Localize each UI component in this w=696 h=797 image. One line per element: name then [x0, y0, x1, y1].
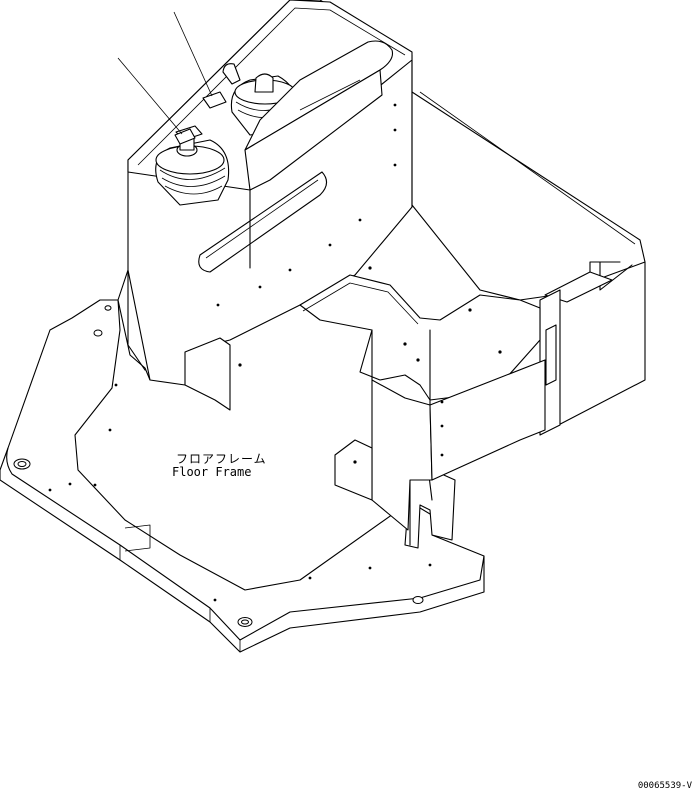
- control-labels: [174, 91, 227, 145]
- right-side-frame: [334, 329, 546, 531]
- right-armrest: [244, 40, 394, 191]
- floor-frame-label-jp: フロアフレーム: [176, 452, 267, 466]
- drawing-number: 00065539-V: [637, 781, 692, 791]
- floor-frame: [0, 299, 485, 653]
- leader-lines: [117, 11, 213, 135]
- floor-frame-label-en: Floor Frame: [172, 465, 252, 479]
